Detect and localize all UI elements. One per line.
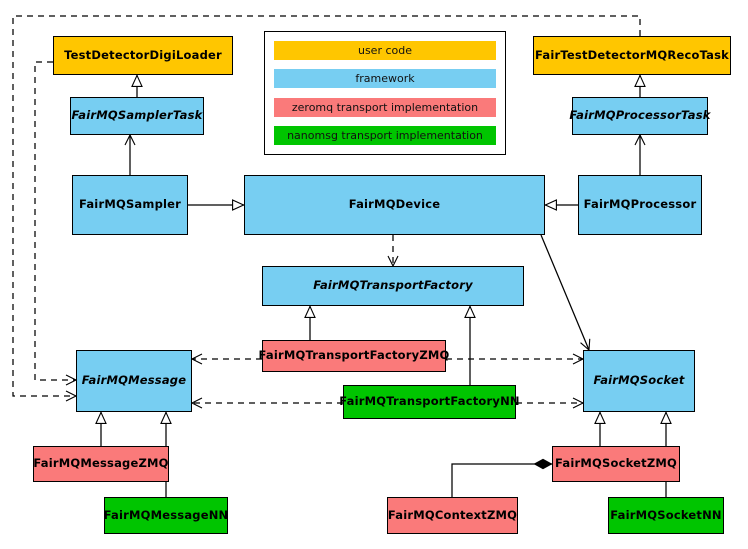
class-name-label: TestDetectorDigiLoader — [64, 47, 222, 62]
class-box-fairmqprocessortask[interactable]: FairMQProcessorTask — [569, 97, 710, 135]
class-box-fairmqsampler[interactable]: FairMQSampler — [72, 175, 188, 235]
class-box-fairmqsocket[interactable]: FairMQSocket — [583, 350, 695, 412]
class-box-testdetectordigiloader[interactable]: TestDetectorDigiLoader — [53, 36, 233, 75]
edge-recotask-to-message — [12, 15, 641, 402]
edge-digiloader-to-message — [34, 61, 78, 386]
class-box-fairmqsocketnn[interactable]: FairMQSocketNN — [608, 497, 724, 534]
class-name-label: FairMQSocket — [593, 373, 685, 388]
composition-edges — [451, 464, 552, 497]
legend-item-user-code: user code — [274, 41, 496, 61]
class-box-fairtestdetectormqrecotask[interactable]: FairTestDetectorMQRecoTask — [533, 36, 731, 75]
class-box-fairmqmessagenn[interactable]: FairMQMessageNN — [104, 497, 228, 534]
class-name-label: FairMQTransportFactoryZMQ — [258, 348, 450, 363]
legend-panel: user code framework zeromq transport imp… — [264, 31, 506, 155]
class-box-fairmqdevice[interactable]: FairMQDevice — [244, 175, 545, 235]
class-name-label: FairMQSamplerTask — [71, 108, 203, 123]
class-name-label: FairMQMessageZMQ — [33, 456, 169, 471]
legend-label-zeromq: zeromq transport implementation — [291, 100, 479, 114]
class-name-label: FairMQContextZMQ — [387, 507, 518, 522]
dependency-edges — [12, 15, 641, 409]
class-name-label: FairMQDevice — [348, 197, 441, 212]
class-box-fairmqmessagezmq[interactable]: FairMQMessageZMQ — [33, 446, 169, 482]
class-name-label: FairMQTransportFactory — [313, 278, 473, 293]
class-name-label: FairMQProcessorTask — [569, 108, 711, 123]
class-box-fairmqcontextzmq[interactable]: FairMQContextZMQ — [387, 497, 518, 534]
class-name-label: FairMQMessageNN — [103, 507, 229, 522]
class-name-label: FairMQSocketNN — [610, 507, 722, 522]
legend-label-user-code: user code — [357, 44, 413, 58]
class-box-fairmqprocessor[interactable]: FairMQProcessor — [578, 175, 702, 235]
class-box-fairmqtransportfactory[interactable]: FairMQTransportFactory — [262, 266, 524, 306]
edge-device-to-socket — [540, 234, 591, 352]
edge-contextzmq-to-socketzmq — [451, 464, 552, 497]
generalization-edges — [95, 74, 672, 497]
class-box-fairmqsamplertask[interactable]: FairMQSamplerTask — [70, 97, 204, 135]
class-name-label: FairMQSampler — [78, 197, 182, 212]
class-name-label: FairMQProcessor — [583, 197, 697, 212]
legend-item-nanomsg: nanomsg transport implementation — [274, 125, 496, 145]
class-name-label: FairMQTransportFactoryNN — [339, 394, 520, 409]
legend-label-framework: framework — [355, 72, 415, 86]
legend-item-zeromq: zeromq transport implementation — [274, 97, 496, 117]
association-edges — [124, 133, 646, 352]
class-box-fairmqtransportfactoryzmq[interactable]: FairMQTransportFactoryZMQ — [259, 340, 449, 372]
class-box-fairmqtransportfactorynn[interactable]: FairMQTransportFactoryNN — [339, 385, 520, 419]
legend-label-nanomsg: nanomsg transport implementation — [287, 128, 483, 142]
class-name-label: FairMQSocketZMQ — [555, 456, 677, 471]
class-box-fairmqsocketzmq[interactable]: FairMQSocketZMQ — [552, 446, 680, 482]
class-name-label: FairTestDetectorMQRecoTask — [535, 47, 729, 62]
class-name-label: FairMQMessage — [81, 373, 187, 388]
class-box-fairmqmessage[interactable]: FairMQMessage — [76, 350, 192, 412]
legend-item-framework: framework — [274, 69, 496, 89]
